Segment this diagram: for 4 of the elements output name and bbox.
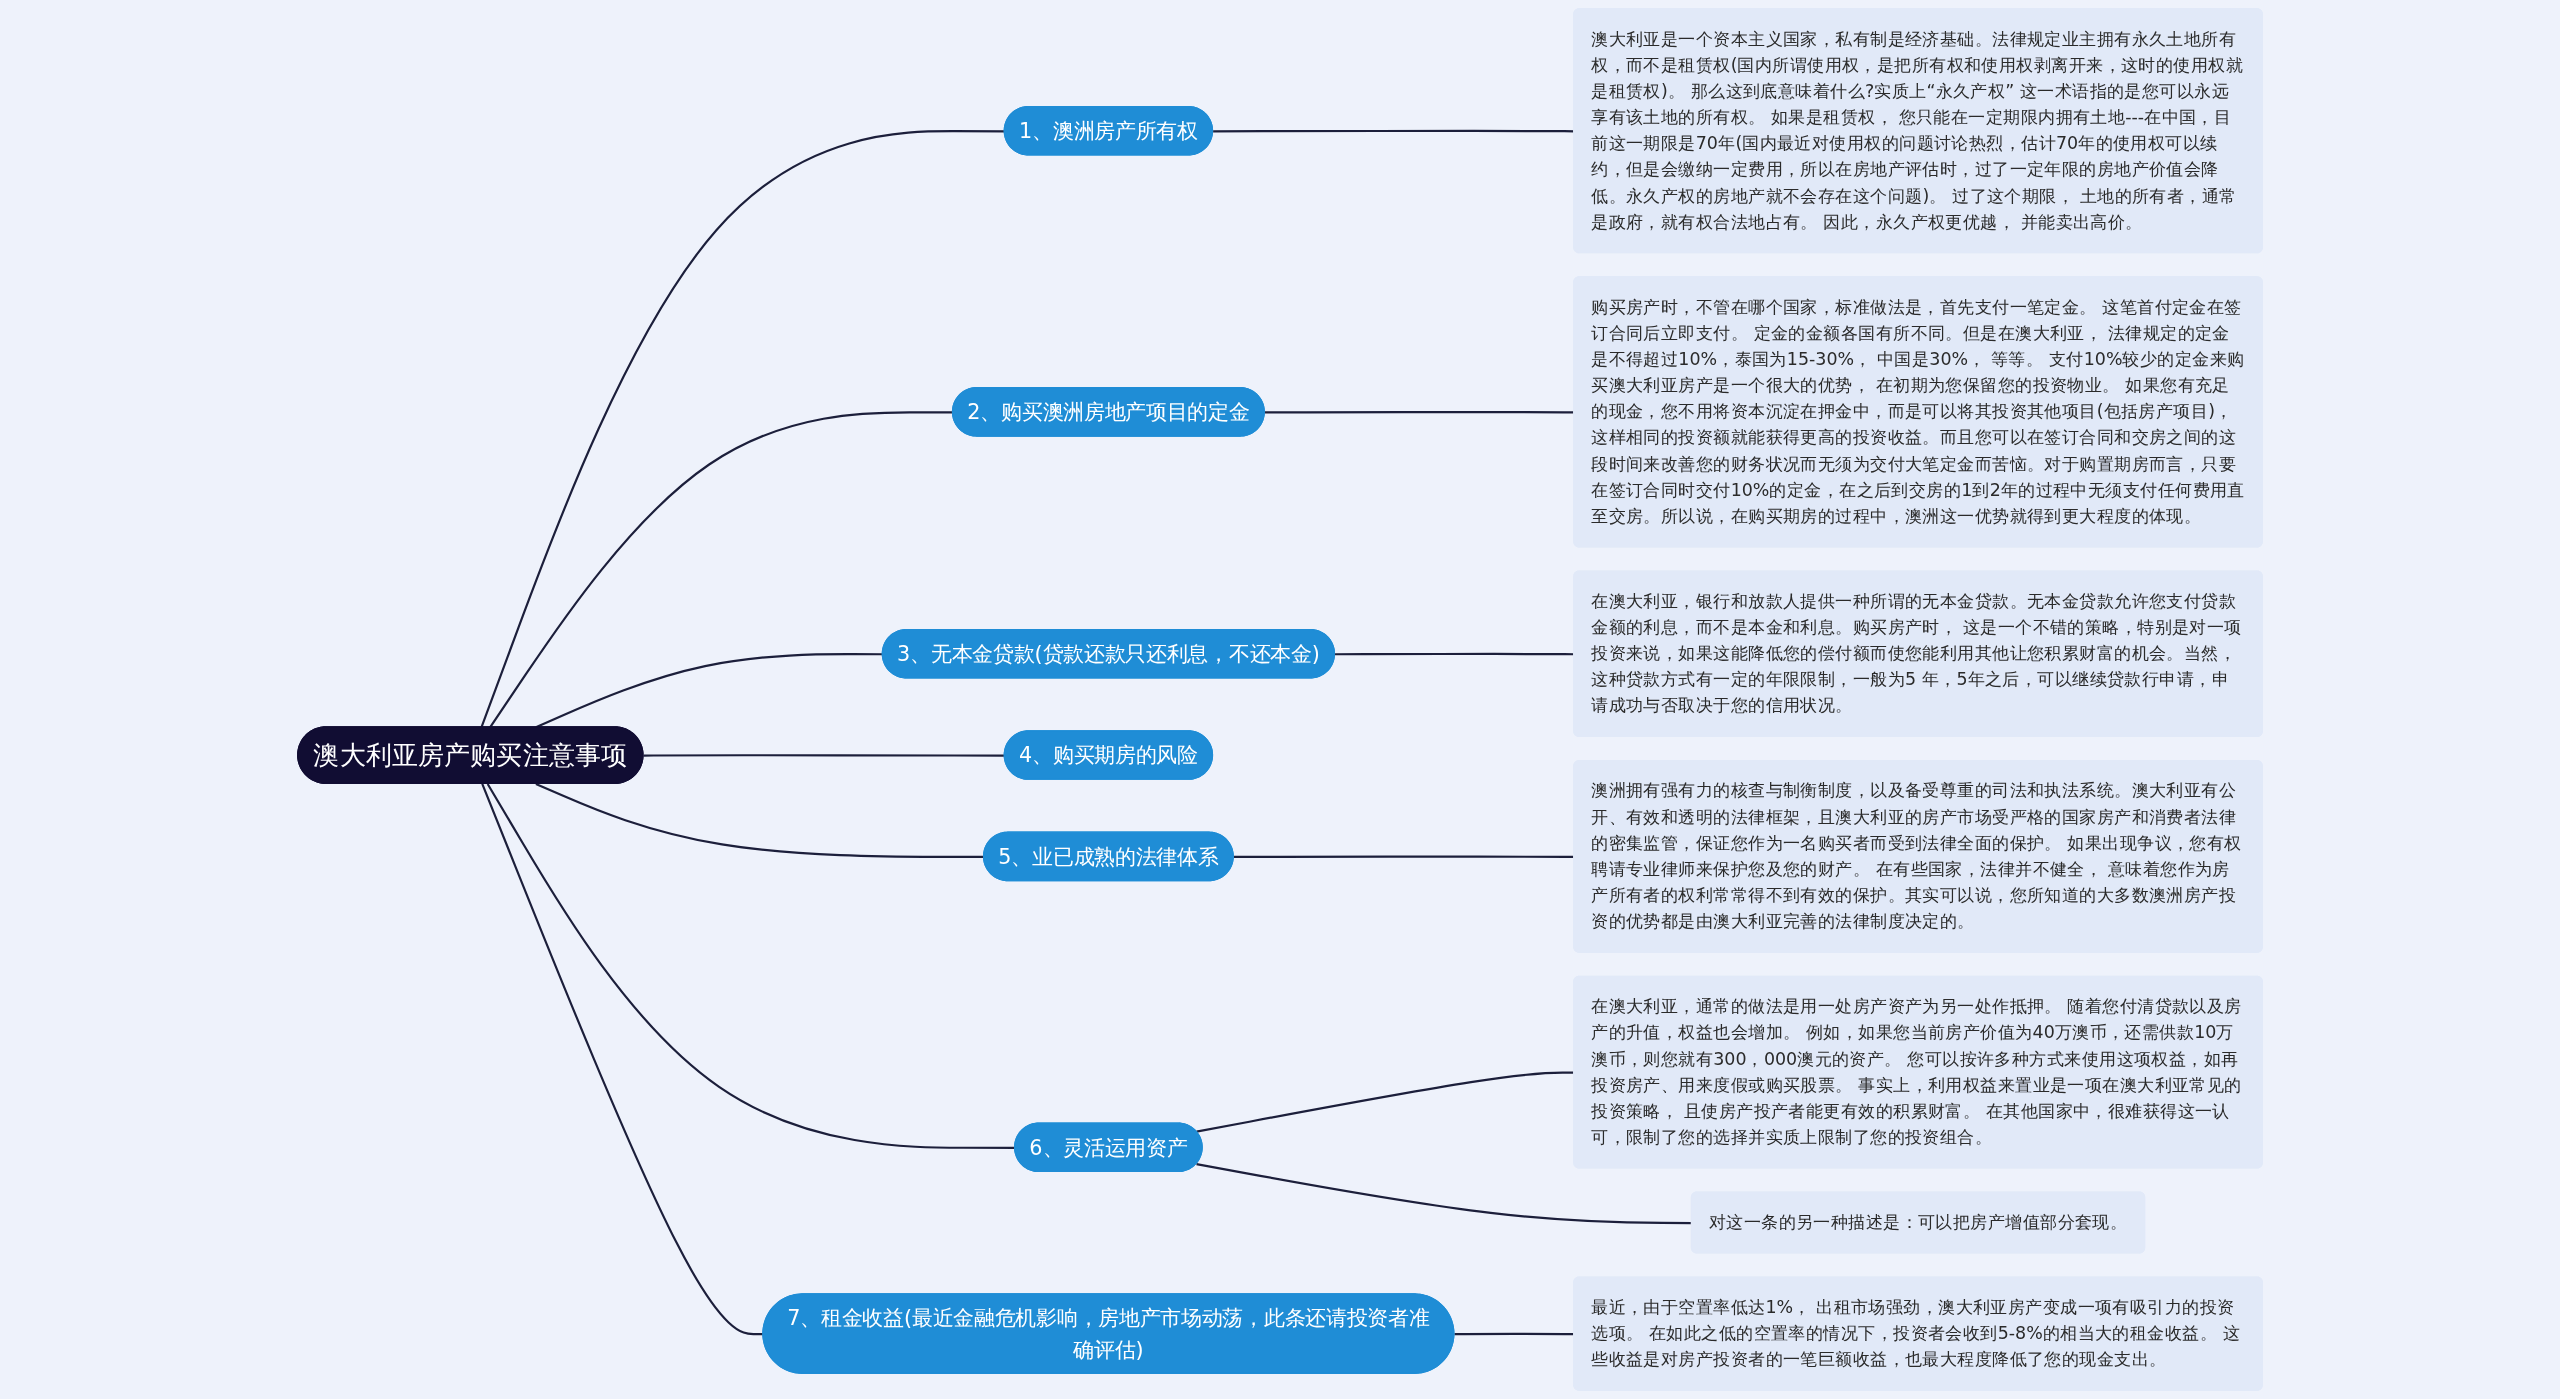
connector (489, 411, 953, 728)
connector (480, 130, 1005, 728)
connector (1196, 1163, 1692, 1225)
connector (643, 754, 1005, 757)
